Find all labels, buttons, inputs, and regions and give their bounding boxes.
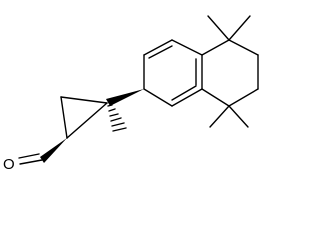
bond-C4-C4a (201, 88, 230, 107)
bond-C1-methyl-b (228, 15, 251, 41)
bond-C1-methyl-a (207, 15, 230, 41)
bond-aldehyde-CO-b (18, 153, 40, 159)
molecule-structure: O (0, 0, 280, 178)
wedge-bond-cp-aldehyde (40, 138, 67, 163)
bond-C6-C5 (143, 88, 173, 107)
bond-cp-C1-C2 (60, 96, 108, 104)
bond-aldehyde-CO-a (19, 159, 43, 165)
hashed-bond-methyl (107, 104, 127, 132)
double-bond-inner-2 (171, 85, 197, 101)
wedge-bond-aryl-cyclopropyl (106, 89, 144, 106)
bond-cp-C2-C3 (60, 96, 68, 139)
bond-C8a-C1 (201, 39, 230, 56)
bond-C3-C4 (228, 88, 259, 107)
background (0, 0, 280, 178)
bond-C5-C4a (171, 88, 203, 107)
bond-C8a-C8 (171, 39, 203, 56)
bond-C4-methyl-b (228, 105, 249, 128)
oxygen-atom-label: O (3, 156, 15, 173)
bond-C1-C2 (228, 39, 259, 56)
bond-C8-C7 (143, 39, 173, 56)
double-bond-inner-1 (148, 45, 173, 59)
bond-C4-methyl-a (209, 105, 230, 128)
bond-cp-C3-C1 (66, 102, 108, 139)
